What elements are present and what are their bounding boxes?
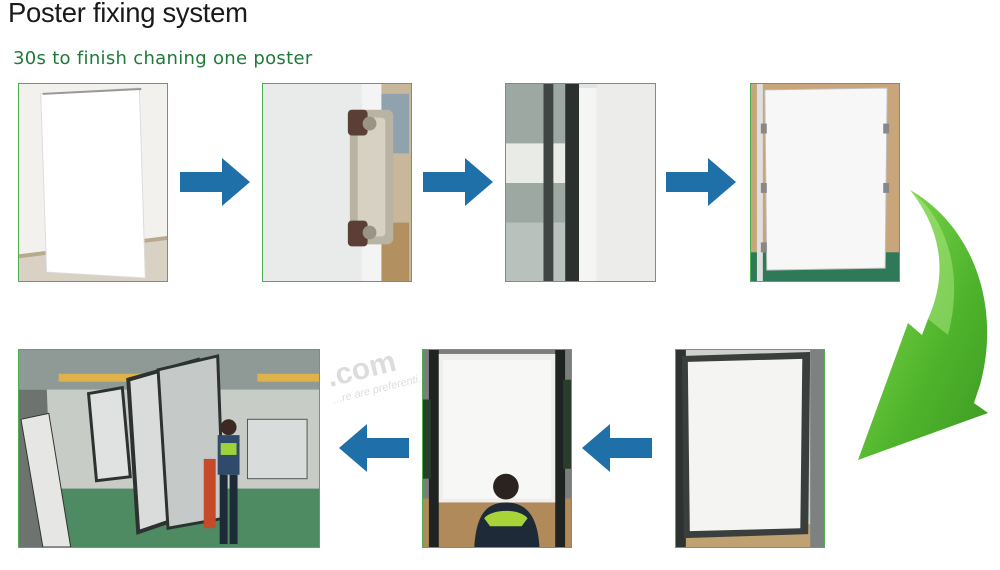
right-arrow-icon [423,158,493,206]
left-arrow-icon [582,424,652,472]
photo-clip-closeup [262,83,412,282]
photo-blank-poster-panel [18,83,168,282]
photo-worker-lifting-poster [422,349,572,548]
left-arrow-icon [339,424,409,472]
curved-down-arrow-icon [858,190,988,460]
right-arrow-icon [666,158,736,206]
page-title: Poster fixing system [8,0,248,28]
photo-frame-side-view [505,83,656,282]
right-arrow-icon [180,158,250,206]
photo-factory-worker-installing [18,349,320,548]
photo-frame-open-clips [750,83,900,282]
photo-finished-frame [675,349,825,548]
page-subtitle: 30s to finish chaning one poster [13,48,313,69]
